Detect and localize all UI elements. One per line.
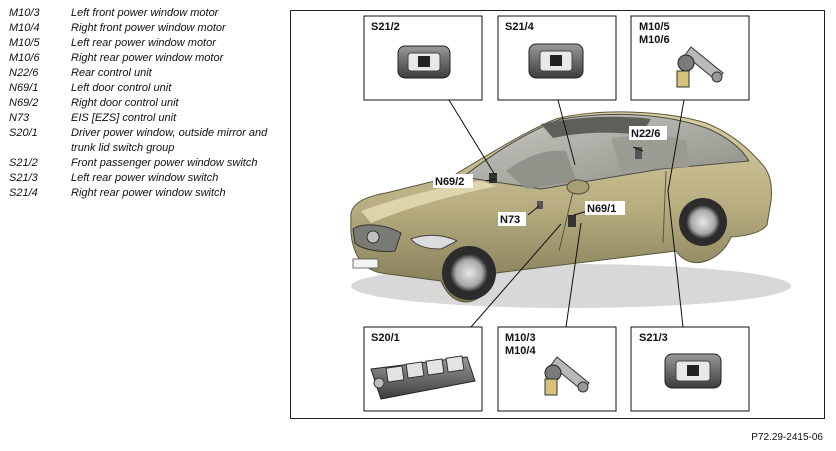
- callout-n73: N73: [498, 212, 526, 226]
- legend-item: M10/6 Right rear power window motor: [9, 51, 279, 66]
- legend-item: S20/1 Driver power window, outside mirror…: [9, 126, 279, 156]
- legend-code: M10/6: [9, 52, 40, 64]
- legend-item: M10/3 Left front power window motor: [9, 6, 279, 21]
- legend-code: S20/1: [9, 127, 38, 139]
- legend-code: N69/2: [9, 97, 39, 109]
- legend-description: Left door control unit: [71, 82, 172, 94]
- callout-label: N22/6: [631, 128, 660, 140]
- diagram-frame: S21/2 S21/4 M10/5 M10/6 S20/1: [290, 10, 825, 419]
- leader-s21-2: [448, 99, 496, 176]
- side-mirror: [566, 179, 590, 195]
- component-box-title: M10/6: [639, 34, 670, 46]
- component-box-s21-3: S21/3: [630, 326, 750, 412]
- leader-s21-3: [667, 190, 684, 328]
- component-box-title: M10/5: [639, 21, 670, 33]
- legend-code: M10/5: [9, 37, 40, 49]
- window-symbol-icon: [550, 55, 562, 66]
- legend-code: M10/4: [9, 22, 40, 34]
- component-box-m10-3-m10-4: M10/3 M10/4: [497, 326, 617, 412]
- window-motor-icon: [676, 46, 724, 88]
- component-box-title: M10/4: [505, 345, 536, 357]
- legend-item: M10/5 Left rear power window motor: [9, 36, 279, 51]
- legend-item: N69/1 Left door control unit: [9, 81, 279, 96]
- license-plate: [352, 258, 379, 269]
- component-box-s20-1: S20/1: [363, 326, 483, 412]
- switch-group-icon: [370, 355, 476, 400]
- leader-n73: [527, 205, 540, 216]
- callout-label: N69/2: [435, 176, 464, 188]
- vehicle-diagram: S21/2 S21/4 M10/5 M10/6 S20/1: [350, 15, 791, 412]
- window-symbol-icon: [687, 365, 699, 376]
- component-box-title: M10/3: [505, 332, 536, 344]
- callout-n69-2: N69/2: [433, 174, 473, 188]
- legend-description: Right rear power window motor: [71, 52, 224, 64]
- leader-s20-1: [470, 223, 562, 328]
- legend-item: N69/2 Right door control unit: [9, 96, 279, 111]
- legend-item: N73 EIS [EZS] control unit: [9, 111, 279, 126]
- leader-n69-2: [485, 178, 497, 182]
- rear-door-line: [662, 170, 667, 244]
- leader-m10-34: [565, 222, 582, 328]
- component-box-s21-2: S21/2: [363, 15, 483, 101]
- plate-number: P72.29-2415-06: [751, 432, 823, 443]
- legend-item: S21/3 Left rear power window switch: [9, 171, 279, 186]
- rear-wheel-rim: [686, 205, 720, 239]
- legend-code: S21/3: [9, 172, 38, 184]
- interior-rear-seat: [611, 134, 689, 171]
- legend-item: N22/6 Rear control unit: [9, 66, 279, 81]
- callout-n69-1: N69/1: [585, 201, 625, 215]
- legend-item: S21/4 Right rear power window switch: [9, 186, 279, 201]
- legend-item: M10/4 Right front power window motor: [9, 21, 279, 36]
- legend-description: Front passenger power window switch: [71, 157, 258, 169]
- legend-description: Left rear power window switch: [71, 172, 219, 184]
- callout-label: N73: [500, 214, 520, 226]
- legend-list: M10/3 Left front power window motor M10/4…: [9, 6, 279, 201]
- leader-n22-6: [632, 146, 644, 152]
- window-symbol-icon: [418, 56, 430, 67]
- front-wheel-rim: [450, 254, 488, 292]
- n69-1-marker: [568, 215, 576, 227]
- legend-description: Rear control unit: [71, 67, 152, 79]
- legend-code: S21/4: [9, 187, 38, 199]
- star-emblem-icon: [366, 230, 380, 244]
- callout-label: N69/1: [587, 203, 616, 215]
- n22-6-marker: [635, 147, 642, 159]
- headlight: [410, 234, 459, 250]
- legend-description: EIS [EZS] control unit: [71, 112, 177, 124]
- component-box-title: S20/1: [371, 332, 400, 344]
- n69-2-marker: [489, 173, 497, 183]
- callout-n22-6: N22/6: [629, 126, 667, 140]
- hood-highlight: [361, 181, 496, 223]
- component-box-m10-5-m10-6: M10/5 M10/6: [630, 15, 750, 101]
- legend-code: N22/6: [9, 67, 39, 79]
- car-illustration: [350, 111, 791, 308]
- component-box-title: S21/2: [371, 21, 400, 33]
- legend-code: N73: [9, 112, 30, 124]
- legend-item: S21/2 Front passenger power window switch: [9, 156, 279, 171]
- legend-code: N69/1: [9, 82, 39, 94]
- legend-description: Left front power window motor: [71, 7, 219, 19]
- legend-description: Right front power window motor: [71, 22, 226, 34]
- legend-description: Driver power window, outside mirror and …: [71, 127, 268, 154]
- legend-description: Left rear power window motor: [71, 37, 216, 49]
- leader-m10-56: [667, 99, 685, 192]
- component-box-s21-4: S21/4: [497, 15, 617, 101]
- legend-description: Right rear power window switch: [71, 187, 226, 199]
- interior-seat: [506, 150, 576, 189]
- legend-code: S21/2: [9, 157, 38, 169]
- legend-code: M10/3: [9, 7, 40, 19]
- window-motor-icon: [544, 356, 590, 396]
- leader-s21-4: [557, 99, 576, 166]
- sunroof: [541, 116, 651, 138]
- legend-description: Right door control unit: [71, 97, 179, 109]
- n73-marker: [537, 201, 543, 209]
- component-box-title: S21/4: [505, 21, 535, 33]
- component-box-title: S21/3: [639, 332, 668, 344]
